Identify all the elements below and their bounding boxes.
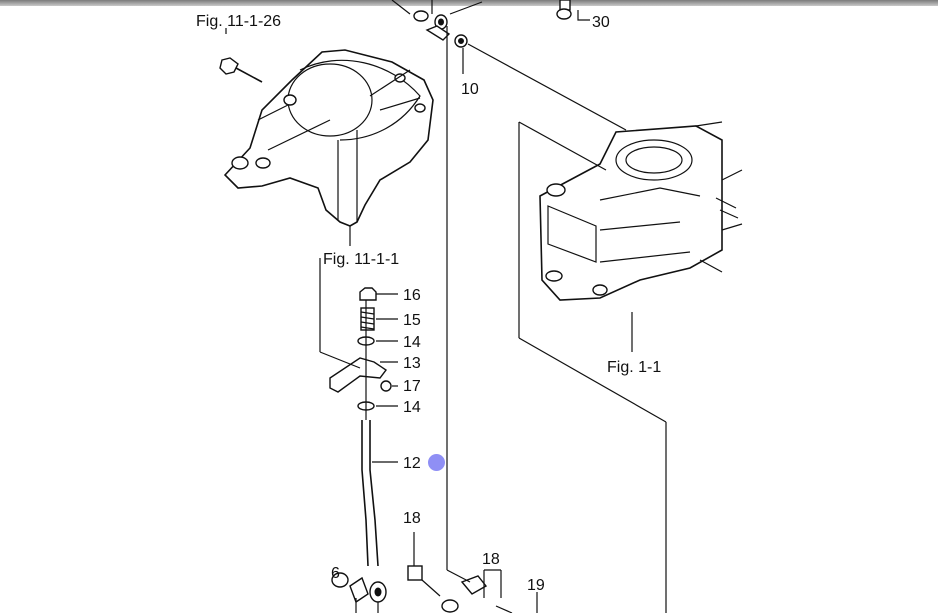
callout-30: 30 (592, 14, 610, 31)
callout-14-lower: 14 (403, 399, 421, 416)
fig-ref-11-1-1: Fig. 11-1-1 (323, 251, 399, 268)
part-10-washer-group (391, 0, 483, 74)
callout-13: 13 (403, 355, 421, 372)
callout-14-upper: 14 (403, 334, 421, 351)
callout-6: 6 (331, 565, 340, 582)
part-13-lever (329, 357, 398, 393)
fig-ref-1-1: Fig. 1-1 (607, 359, 661, 376)
callout-16: 16 (403, 287, 421, 304)
carburetor-drawing (539, 121, 743, 301)
housing-mount-bolt (219, 28, 263, 83)
part-16-cap-nut (359, 287, 398, 301)
callout-12: 12 (403, 455, 421, 472)
callout-18-left: 18 (403, 510, 421, 527)
part-30-bolt (556, 0, 590, 21)
callout-18-right: 18 (482, 551, 500, 568)
part-6-nut (331, 572, 387, 613)
part-14-washer-upper (357, 336, 398, 346)
pointer-cursor (428, 454, 445, 471)
fig-ref-11-1-26: Fig. 11-1-26 (196, 13, 281, 30)
callout-10: 10 (461, 81, 479, 98)
callout-17: 17 (403, 378, 421, 395)
assembly-lines (319, 26, 667, 613)
part-18-joint (407, 532, 441, 597)
part-17-clip (380, 380, 398, 392)
throttle-housing-drawing (223, 49, 434, 246)
part-19-link (441, 592, 538, 613)
callout-19: 19 (527, 577, 545, 594)
part-12-throttle-rod (361, 420, 398, 567)
part-15-spring (360, 307, 398, 331)
part-18-bracket-right (460, 569, 513, 613)
window-top-edge (0, 0, 938, 6)
part-14-washer-lower (357, 401, 398, 411)
callout-15: 15 (403, 312, 421, 329)
